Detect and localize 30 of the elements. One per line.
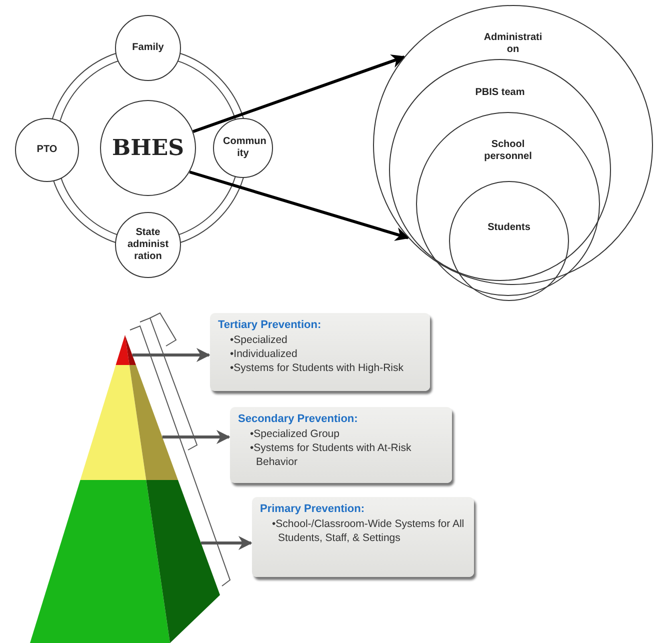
text-card [210, 313, 430, 391]
node-label: Students [486, 222, 532, 234]
node-label: State administ ration [126, 227, 170, 263]
arrow [201, 536, 252, 550]
bullet-item: •School-/Classroom-Wide Systems for All Students, Staff, & Settings [271, 517, 466, 545]
text-card [230, 407, 452, 483]
node-label: PTO [36, 144, 58, 156]
arrow [189, 170, 410, 241]
card-heading: Tertiary Prevention: [218, 319, 322, 331]
node-label: Family [131, 42, 165, 54]
bullet-item: •Systems for Students with At-Risk Behavior [249, 441, 412, 469]
circle-node [213, 118, 273, 178]
arrow [132, 348, 210, 362]
pyramid-tier [30, 480, 220, 643]
card-heading: Primary Prevention: [260, 503, 366, 515]
pyramid-tip [116, 335, 136, 365]
node-label: School personnel [483, 139, 533, 163]
arrow [192, 54, 406, 134]
circle-node [449, 181, 569, 301]
bullet-item: •Systems for Students with High-Risk [229, 361, 404, 375]
node-label: BHES [110, 135, 186, 161]
bullet-item: •Individualized [229, 347, 298, 361]
bullet-item: •Specialized Group [249, 427, 340, 441]
arrow [162, 430, 230, 444]
node-label: Administrati on [483, 32, 543, 56]
text-card [252, 497, 474, 577]
pyramid-tier [80, 365, 178, 480]
bullet-item: •Specialized [229, 333, 288, 347]
card-heading: Secondary Prevention: [238, 413, 359, 425]
node-label: PBIS team [474, 87, 526, 99]
